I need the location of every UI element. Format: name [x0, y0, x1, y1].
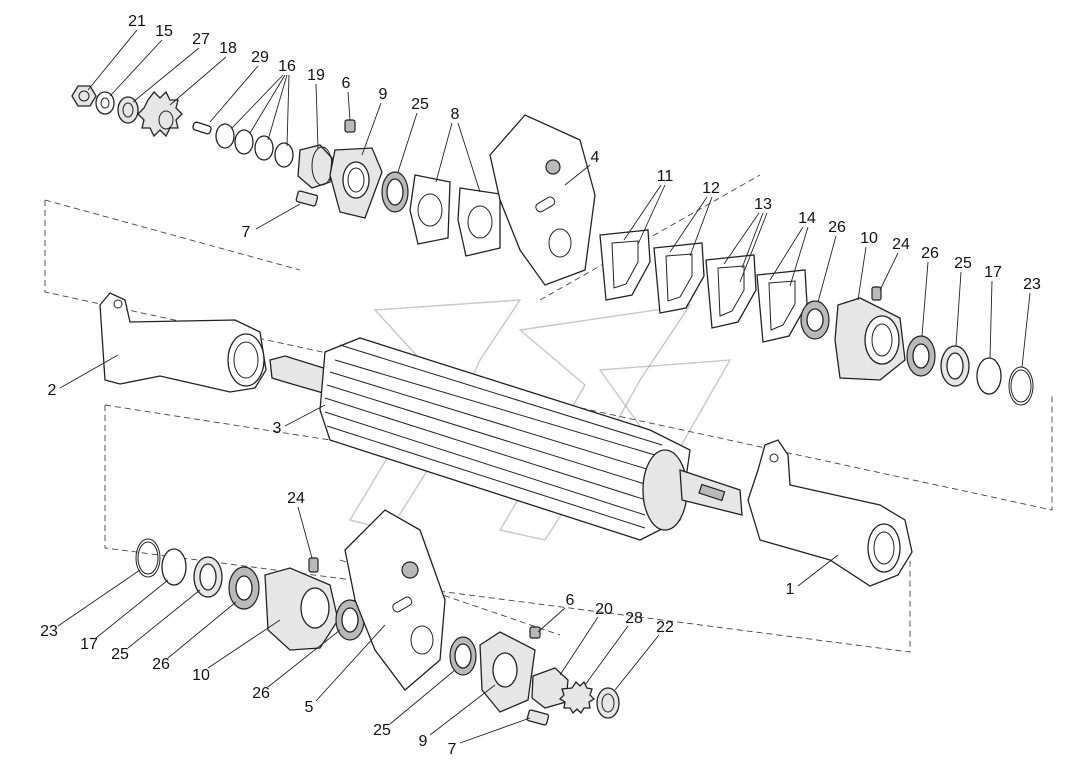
grease-nipple-6-lower [529, 626, 541, 639]
callout-c15a: 15 [155, 23, 173, 40]
flange-housing-9-upper [329, 147, 383, 219]
callout-c19: 19 [307, 67, 325, 84]
key-29 [192, 121, 212, 135]
callout-c18: 18 [219, 40, 237, 57]
callout-c25d: 25 [373, 722, 391, 739]
callout-c3: 3 [273, 420, 282, 437]
bearing-housing-10-lower [264, 567, 339, 651]
callout-c5: 5 [305, 699, 314, 716]
callout-c2: 2 [48, 382, 57, 399]
callout-c9b: 9 [419, 733, 428, 750]
plate-5 [344, 509, 446, 691]
callout-c14: 14 [798, 210, 816, 227]
callout-c21a: 21 [128, 13, 146, 30]
sprocket-18 [137, 90, 183, 138]
bearing-26-lower-left [228, 566, 260, 610]
callout-c17a: 17 [984, 264, 1002, 281]
circlip-23-upper [1008, 366, 1034, 406]
callout-c1: 1 [786, 581, 795, 598]
assembly-boundary-lines [44, 174, 1053, 653]
callout-c6a: 6 [342, 75, 351, 92]
washer-17-lower [161, 548, 187, 586]
spacer-rings-16 [215, 123, 294, 168]
leader-lines [57, 29, 1031, 744]
grease-nipple-6-upper [344, 119, 356, 133]
callout-c17b: 17 [80, 636, 98, 653]
bushing-19 [297, 144, 333, 189]
callout-c27: 27 [192, 31, 210, 48]
callout-c23b: 23 [40, 623, 58, 640]
callout-c26b: 26 [921, 245, 939, 262]
callout-c11: 11 [657, 168, 674, 185]
callout-c9a: 9 [379, 86, 388, 103]
callout-c7a: 7 [242, 224, 251, 241]
callout-c25c: 25 [111, 646, 129, 663]
seal-25-upper [940, 345, 970, 387]
nut-21 [71, 85, 97, 107]
washer-17-upper [976, 357, 1002, 395]
callout-c6b: 6 [566, 592, 575, 609]
callout-c24a: 24 [892, 236, 910, 253]
seal-25-lower [193, 556, 223, 598]
bearing-25-lower [449, 636, 477, 676]
bushing-20 [531, 667, 569, 709]
callout-c23a: 23 [1023, 276, 1041, 293]
callout-c12: 12 [702, 180, 720, 197]
bearing-housing-10-upper [834, 297, 906, 381]
callout-c10b: 10 [192, 667, 210, 684]
rotor-shaft-3 [269, 337, 743, 541]
callout-c24b: 24 [287, 490, 305, 507]
flange-housing-9-lower [479, 631, 536, 713]
arm-2 [99, 292, 267, 393]
callout-c22: 22 [656, 619, 674, 636]
callout-c13: 13 [754, 196, 772, 213]
bearing-26-upper-right [906, 335, 936, 377]
bearing-26-lower-right [335, 599, 365, 641]
arm-1 [747, 439, 913, 587]
callout-c26a: 26 [828, 219, 846, 236]
callout-c29: 29 [251, 49, 269, 66]
callout-c4: 4 [591, 149, 600, 166]
callout-c10a: 10 [860, 230, 878, 247]
callout-c25b: 25 [954, 255, 972, 272]
gaskets-8 [409, 174, 501, 257]
bolt-7-upper [295, 190, 319, 207]
bearing-25-upper [381, 171, 409, 213]
callout-c8: 8 [451, 106, 460, 123]
nut-22 [596, 687, 620, 719]
washer-27 [117, 96, 139, 124]
washer-15 [95, 91, 115, 115]
callout-c16: 16 [278, 58, 296, 75]
circlip-23-lower [135, 538, 161, 578]
plate-4 [489, 114, 596, 286]
lock-washer-28 [558, 680, 596, 715]
callout-c26c: 26 [152, 656, 170, 673]
grease-nipple-24-upper [871, 286, 882, 301]
bearing-26-upper-left [800, 300, 830, 340]
callout-c25a: 25 [411, 96, 429, 113]
grease-nipple-24-lower [308, 557, 319, 573]
callout-c7b: 7 [448, 741, 457, 758]
callout-c28: 28 [625, 610, 643, 627]
bolt-7-lower [526, 709, 550, 726]
callout-c20: 20 [595, 601, 613, 618]
gaskets-11-12-13-14 [599, 229, 808, 343]
callout-c26d: 26 [252, 685, 270, 702]
